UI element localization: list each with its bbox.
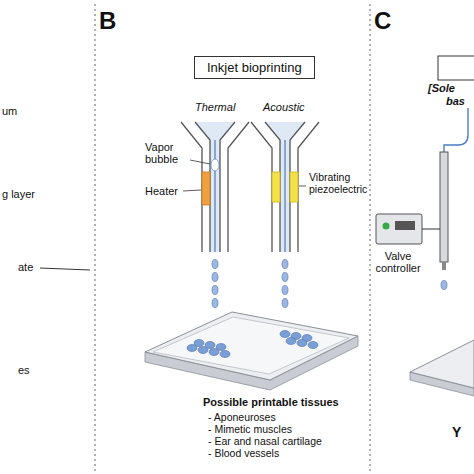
cut-label: es	[18, 364, 30, 376]
part-label: Valve controller	[368, 250, 428, 274]
cut-label: um	[2, 105, 17, 117]
list-item: - Aponeuroses	[208, 411, 276, 423]
part-label: Heater	[145, 185, 178, 197]
cut-label: g layer	[2, 188, 35, 200]
panel-letter: B	[99, 8, 116, 34]
cut-label: bas	[446, 95, 465, 107]
cut-label: ate	[18, 261, 33, 273]
panel-letter: C	[374, 8, 391, 34]
list-item: - Blood vessels	[208, 447, 279, 459]
box-text: Inkjet bioprinting	[207, 60, 302, 75]
cut-label: Y	[452, 424, 461, 440]
title-box: Inkjet bioprinting	[194, 56, 315, 79]
mode-label: Acoustic	[263, 101, 305, 113]
list-item: - Ear and nasal cartilage	[208, 435, 322, 447]
part-label: Vapor bubble	[145, 141, 189, 165]
part-label: Vibrating piezoelectric	[309, 171, 369, 195]
mode-label: Thermal	[195, 101, 235, 113]
list-heading: Possible printable tissues	[203, 396, 339, 408]
list-item: - Mimetic muscles	[208, 423, 292, 435]
cut-label: [Sole	[428, 82, 455, 94]
